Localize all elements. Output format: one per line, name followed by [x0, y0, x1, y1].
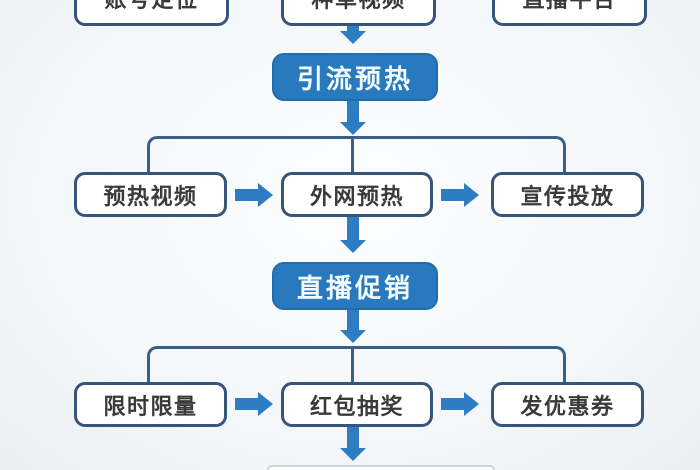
node-red-packet-lottery: 红包抽奖 — [281, 382, 433, 427]
arrow-right-icon — [235, 189, 258, 201]
arrow-down-icon — [340, 330, 366, 343]
node-ad-placement: 宣传投放 — [491, 172, 644, 217]
arrow-down-icon — [340, 31, 366, 44]
arrow-down-icon — [347, 426, 359, 448]
node-label: 种草视频 — [284, 0, 433, 11]
branch-connector — [147, 346, 566, 384]
node-label: 预热视频 — [103, 183, 198, 209]
arrow-down-icon — [340, 122, 366, 135]
arrow-right-icon — [235, 398, 258, 410]
node-label: 直播平台 — [495, 0, 644, 11]
arrow-right-icon — [258, 392, 273, 416]
arrow-right-icon — [441, 189, 464, 201]
stage-title: 引流预热 — [296, 63, 413, 94]
arrow-down-icon — [347, 101, 359, 122]
node-live-promotion-stage: 直播促销 — [272, 262, 438, 310]
node-preheat-video: 预热视频 — [74, 172, 227, 217]
node-external-preheat: 外网预热 — [281, 172, 433, 217]
branch-connector-center — [351, 346, 354, 384]
arrow-down-icon — [347, 216, 359, 240]
node-next-stage-cutoff — [267, 465, 495, 470]
arrow-down-icon — [340, 240, 366, 253]
branch-connector-center — [351, 136, 354, 174]
arrow-down-icon — [347, 26, 359, 32]
arrow-down-icon — [340, 448, 366, 461]
node-label: 发优惠券 — [520, 393, 615, 419]
node-label: 红包抽奖 — [309, 393, 404, 419]
branch-connector — [147, 136, 566, 174]
node-top-center-cutoff: 种草视频 — [281, 0, 436, 26]
node-label: 限时限量 — [103, 393, 198, 419]
arrow-right-icon — [258, 183, 273, 207]
node-top-left-cutoff: 账号定位 — [74, 0, 229, 26]
stage-title: 直播促销 — [296, 272, 413, 303]
node-label: 账号定位 — [77, 0, 226, 11]
node-label: 宣传投放 — [520, 183, 615, 209]
node-limited-time-quantity: 限时限量 — [74, 382, 227, 427]
arrow-right-icon — [464, 392, 479, 416]
arrow-down-icon — [347, 310, 359, 330]
node-issue-coupons: 发优惠券 — [491, 382, 644, 427]
arrow-right-icon — [464, 183, 479, 207]
node-label: 外网预热 — [309, 183, 404, 209]
node-traffic-preheat-stage: 引流预热 — [272, 53, 438, 101]
arrow-right-icon — [441, 398, 464, 410]
node-top-right-cutoff: 直播平台 — [492, 0, 647, 26]
